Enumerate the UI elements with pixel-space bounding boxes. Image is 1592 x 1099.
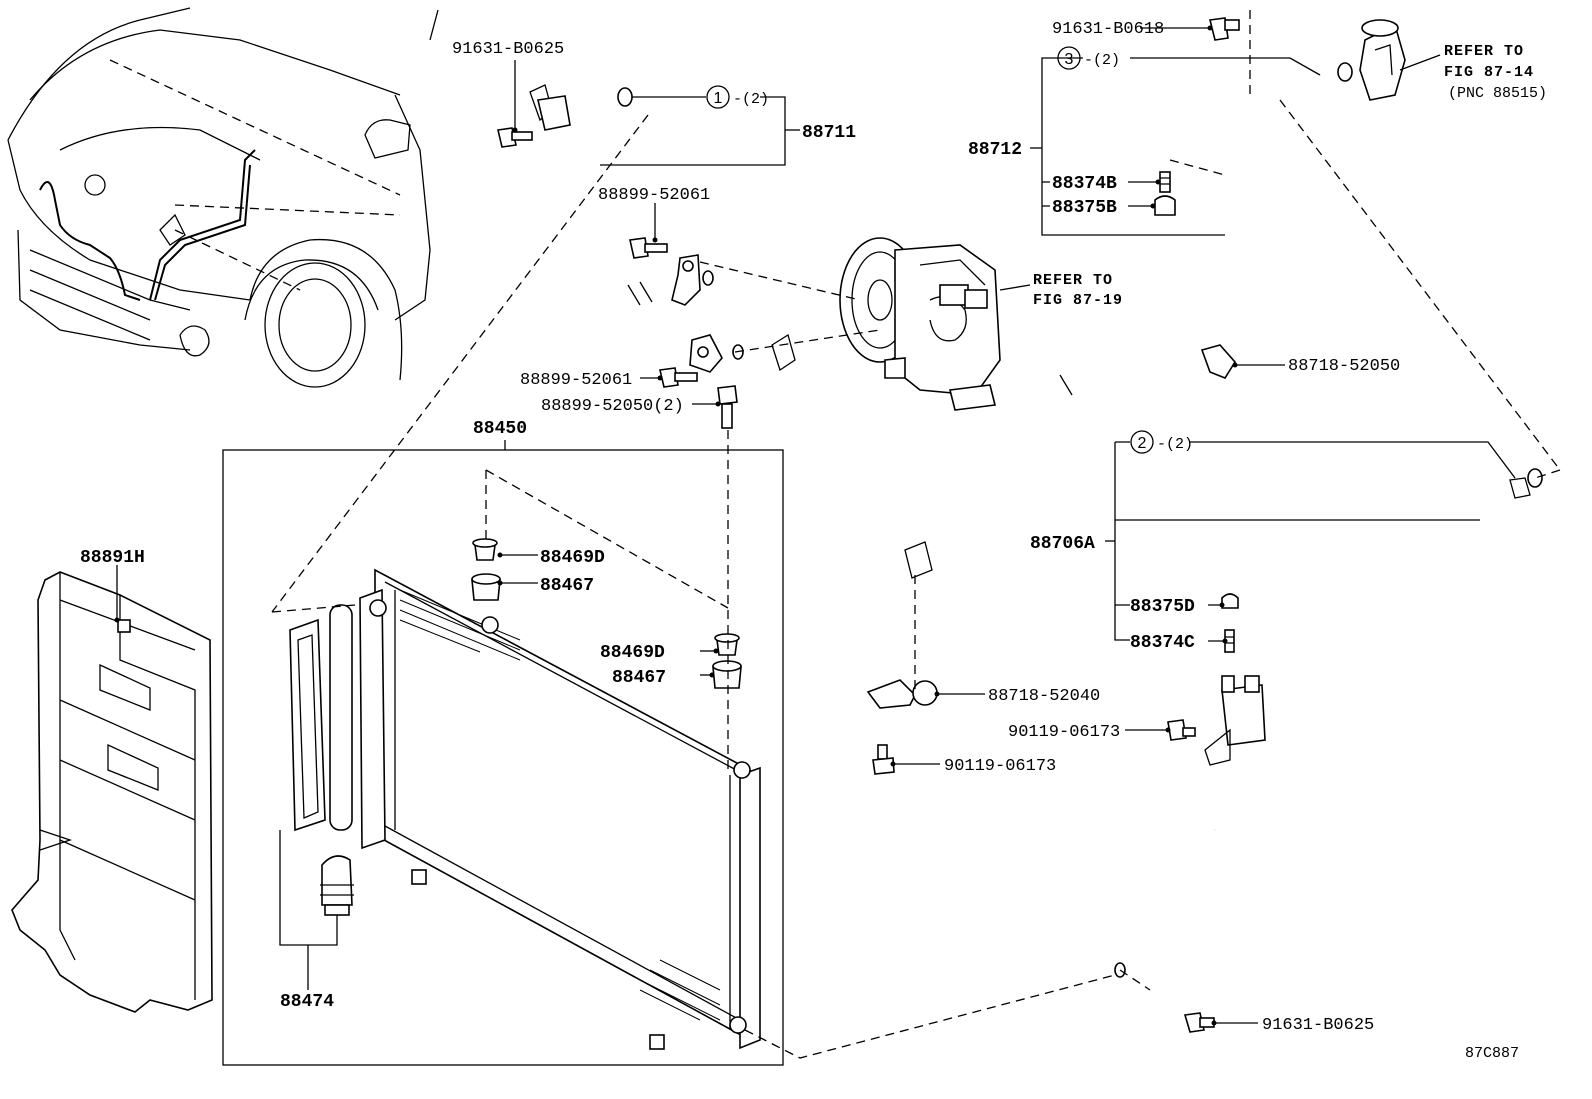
callout-88374B: 88374B (1052, 174, 1117, 194)
circled-ref-1-qty: -(2) (733, 91, 769, 108)
callout-90119-06173-lower: 90119-06173 (944, 757, 1056, 776)
reference-fig-87-19: REFER TO FIG 87-19 (1033, 272, 1123, 309)
circled-ref-1: 1 -(2) (706, 85, 769, 109)
insulator-88469D-upper (472, 538, 498, 561)
compressor-illustration (839, 237, 1001, 411)
callout-88706A: 88706A (1030, 534, 1095, 554)
ref-fig-87-14-line1: REFER TO (1444, 43, 1524, 60)
valve-core-88374B (1159, 171, 1171, 193)
circled-ref-3-number: 3 (1065, 51, 1074, 68)
vehicle-front-illustration (7, 7, 439, 388)
reference-fig-87-14: REFER TO FIG 87-14 (PNC 88515) (1444, 43, 1547, 102)
discharge-hose-88711 (529, 65, 681, 308)
callout-88375D: 88375D (1130, 597, 1195, 617)
expansion-valve-illustration (1359, 19, 1406, 101)
bolt-91631-B0618 (1209, 17, 1240, 41)
hose-bracket-lower (689, 334, 723, 373)
leader-dots (114, 25, 1238, 1026)
circled-ref-2: 2 -(2) (1130, 430, 1193, 454)
callout-88374C: 88374C (1130, 633, 1195, 653)
clamp-88718-52040 (866, 679, 938, 709)
circled-ref-3-qty: -(2) (1084, 52, 1120, 69)
callout-88711: 88711 (802, 123, 856, 143)
bolt-88899-52050 (717, 385, 738, 429)
o-ring-bracket-upper (702, 270, 714, 286)
service-valve-block (1204, 675, 1266, 766)
dashed-leaders (271, 10, 1561, 1059)
callout-91631-B0625-bottom: 91631-B0625 (1262, 1016, 1374, 1035)
circled-ref-2-qty: -(2) (1157, 436, 1193, 453)
callout-88712: 88712 (968, 140, 1022, 160)
diagram-code: 87C887 (1465, 1045, 1519, 1062)
callout-88375B: 88375B (1052, 198, 1117, 218)
bolt-88899-52061-lower (659, 367, 698, 388)
insulator-88469D-lower (714, 633, 740, 656)
callout-88467-lower: 88467 (612, 668, 666, 688)
cushion-88467-upper (471, 573, 501, 601)
callout-90119-06173-right: 90119-06173 (1008, 723, 1120, 742)
cap-88375D (1221, 593, 1239, 609)
bolt-88899-52061-upper (629, 237, 668, 259)
callout-88899-52050: 88899-52050(2) (541, 397, 684, 416)
callout-88899-52061-upper: 88899-52061 (598, 186, 710, 205)
ref-fig-87-19-line1: REFER TO (1033, 272, 1113, 289)
circled-ref-1-number: 1 (714, 90, 723, 107)
bolt-90119-06173-lower (872, 744, 895, 775)
callout-88718-52040: 88718-52040 (988, 687, 1100, 706)
callout-88469D-upper: 88469D (540, 548, 605, 568)
o-ring-1 (617, 87, 633, 107)
callout-88718-52050: 88718-52050 (1288, 357, 1400, 376)
ref-fig-87-14-line3: (PNC 88515) (1448, 85, 1547, 102)
callout-88891H: 88891H (80, 548, 145, 568)
callout-91631-B0618: 91631-B0618 (1052, 20, 1164, 39)
callout-91631-B0625-top: 91631-B0625 (452, 40, 564, 59)
compressor-to-condenser-hose (693, 66, 1323, 605)
o-ring-2 (1527, 468, 1543, 488)
bolt-91631-B0625-top (497, 127, 533, 148)
callout-88469D-lower: 88469D (600, 643, 665, 663)
clamp-88718-52050 (1200, 344, 1236, 379)
circled-ref-2-number: 2 (1138, 435, 1147, 452)
circled-ref-3: 3 -(2) (1057, 46, 1120, 70)
cushion-88467-lower (712, 660, 742, 689)
callout-88467-upper: 88467 (540, 576, 594, 596)
bolt-90119-06173-right (1167, 719, 1196, 741)
leader-lines (116, 27, 1516, 1024)
cap-88375B (1154, 195, 1176, 216)
ref-fig-87-14-line2: FIG 87-14 (1444, 64, 1534, 81)
bolt-91631-B0625-bottom (1183, 1012, 1215, 1033)
callout-88450: 88450 (473, 419, 527, 439)
shroud-88891H (11, 571, 213, 1013)
callout-88474: 88474 (280, 992, 334, 1012)
condenser-assembly-box (222, 449, 784, 1066)
callout-88899-52061-lower: 88899-52061 (520, 371, 632, 390)
liquid-tube-88706A (1147, 477, 1531, 992)
o-ring-3 (1337, 62, 1353, 82)
condenser-88450 (289, 568, 761, 1050)
desiccant-88474 (320, 855, 354, 916)
ref-fig-87-19-line2: FIG 87-19 (1033, 292, 1123, 309)
hose-bracket-upper (671, 254, 701, 306)
